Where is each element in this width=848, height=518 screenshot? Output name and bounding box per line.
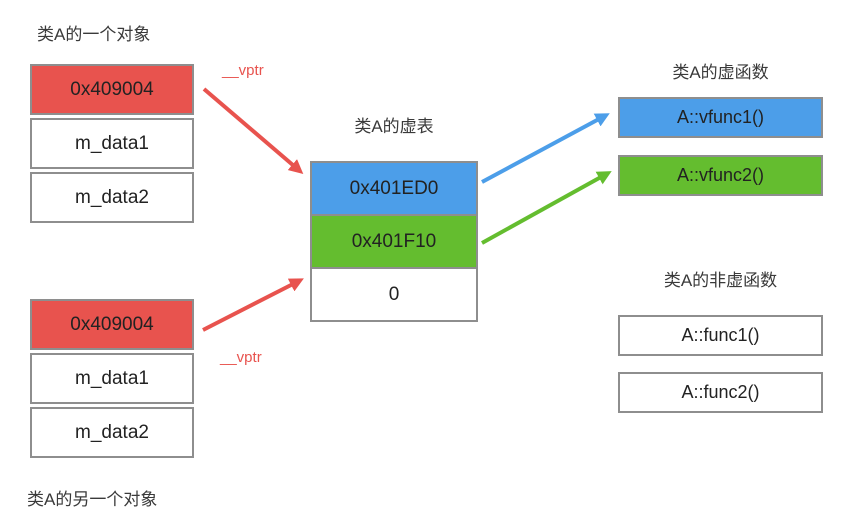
virtual-funcs-title: 类A的虚函数	[672, 63, 769, 82]
vtable-cell-vfunc1-ptr: 0x401ED0	[312, 163, 476, 214]
func2-box: A::func2()	[618, 372, 823, 413]
vtable-title: 类A的虚表	[354, 117, 434, 136]
object2-cell-mdata2: m_data2	[30, 407, 194, 458]
object2-cell-mdata1: m_data1	[30, 353, 194, 404]
object1-cell-mdata1: m_data1	[30, 118, 194, 169]
vfunc2-arrow	[481, 171, 612, 245]
object2-title: 类A的另一个对象	[27, 490, 158, 509]
nonvirtual-funcs-title: 类A的非虚函数	[663, 271, 778, 290]
vfunc2-box: A::vfunc2()	[618, 155, 823, 196]
vptr-arrow-1	[202, 87, 304, 174]
object2-box: 0x409004 m_data1 m_data2	[30, 299, 194, 458]
object1-cell-vptr: 0x409004	[30, 64, 194, 115]
vptr-arrow-2	[202, 278, 304, 332]
vtable-cell-vfunc2-ptr: 0x401F10	[312, 214, 476, 267]
vfunc1-arrow	[481, 113, 610, 184]
object2-cell-vptr: 0x409004	[30, 299, 194, 350]
vtable-cell-null: 0	[312, 267, 476, 320]
vptr-label-1: __vptr	[222, 62, 264, 79]
object1-box: 0x409004 m_data1 m_data2	[30, 64, 194, 223]
func1-box: A::func1()	[618, 315, 823, 356]
vfunc1-box: A::vfunc1()	[618, 97, 823, 138]
vptr-label-2: __vptr	[220, 349, 262, 366]
object1-cell-mdata2: m_data2	[30, 172, 194, 223]
object1-title: 类A的一个对象	[37, 25, 151, 44]
vtable-box: 0x401ED0 0x401F10 0	[310, 161, 478, 322]
